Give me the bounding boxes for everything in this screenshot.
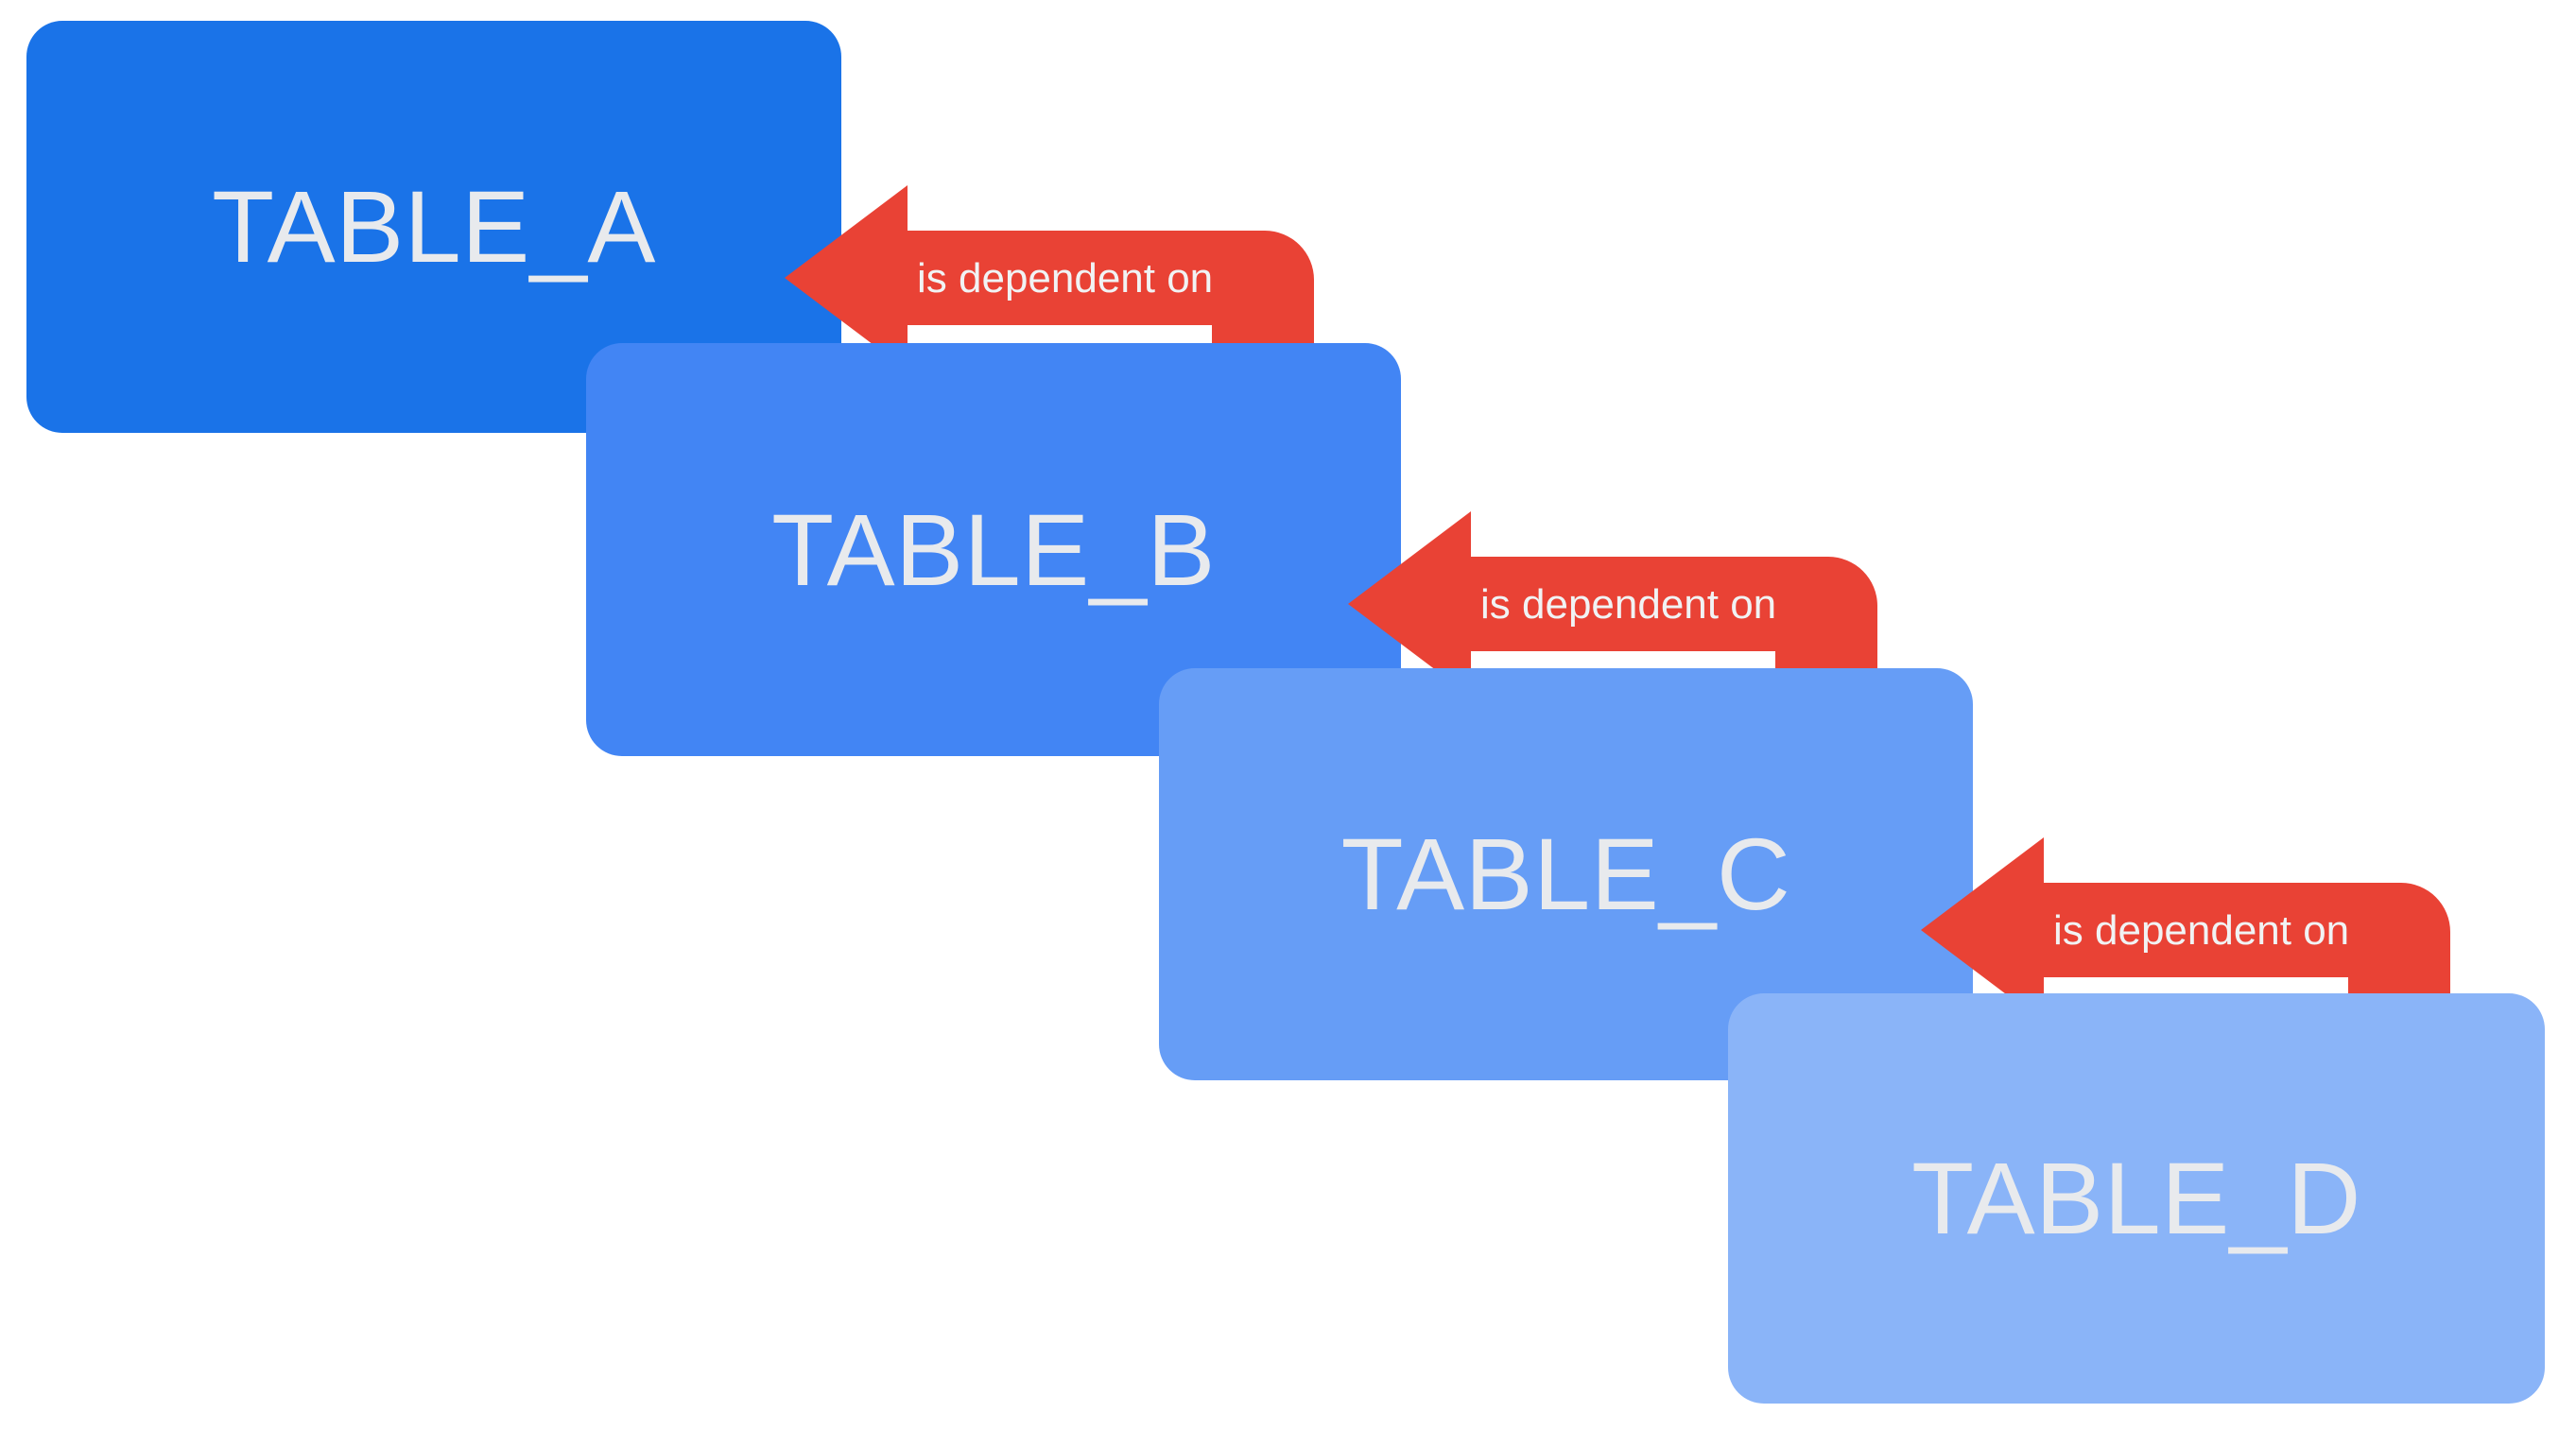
node-table-d-label: TABLE_D: [1911, 1141, 2361, 1255]
node-table-a[interactable]: TABLE_A: [26, 21, 841, 433]
node-table-c-label: TABLE_C: [1340, 817, 1791, 931]
node-table-a-label: TABLE_A: [212, 169, 656, 284]
edge-arrow-shape-cd: [1921, 837, 2450, 1032]
node-table-b-label: TABLE_B: [771, 491, 1216, 607]
edge-arrow-shape-ab: [785, 185, 1314, 380]
edge-arrow-shape-bc: [1348, 511, 1877, 706]
node-table-d[interactable]: TABLE_D: [1728, 993, 2545, 1404]
